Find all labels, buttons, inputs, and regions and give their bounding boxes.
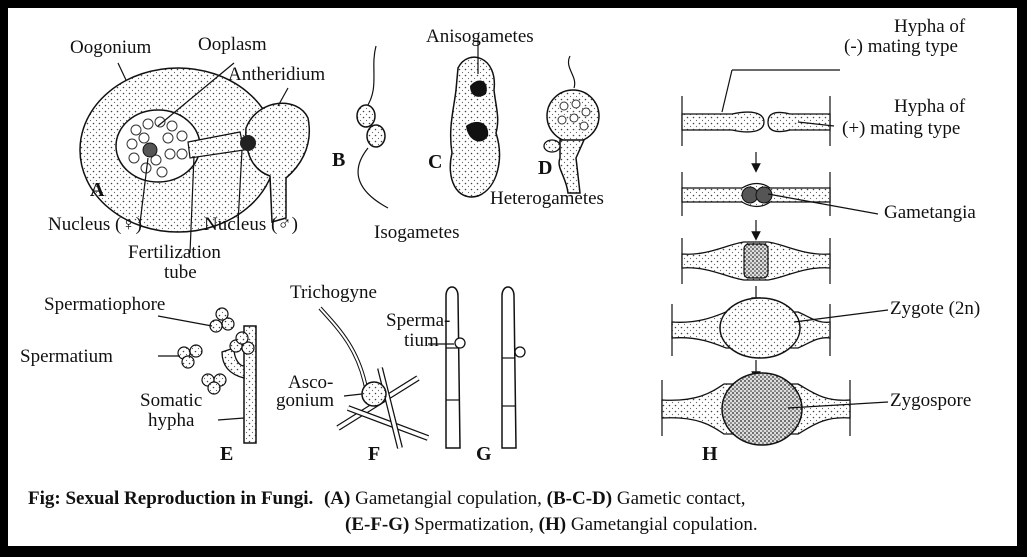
caption-a-tag: (A) (324, 488, 350, 509)
label-zygote: Zygote (2n) (890, 298, 980, 319)
label-fertilization: Fertilization (128, 242, 221, 263)
label-anisogametes: Anisogametes (426, 26, 534, 47)
label-ascogonium-2: gonium (276, 390, 334, 411)
panel-letter-g: G (476, 443, 492, 465)
label-somatic: Somatic (140, 390, 202, 411)
fungi-reproduction-diagram: A Oogonium Ooplasm Antheridium Nucleus (… (8, 8, 1017, 546)
male-nucleus (240, 135, 256, 151)
panel-b: B (332, 46, 388, 208)
caption-efg-text: Spermatization, (414, 514, 539, 535)
panel-letter-a: A (90, 179, 105, 201)
label-hypha-minus-2: (-) mating type (844, 36, 958, 57)
label-hypha: hypha (148, 410, 195, 431)
caption-efg-tag: (E-F-G) (345, 514, 409, 535)
female-nucleus (143, 143, 157, 157)
caption-a-text: Gametangial copulation, (355, 488, 547, 509)
label-oogonium: Oogonium (70, 37, 152, 58)
caption-bcd-tag: (B-C-D) (547, 488, 612, 509)
caption-line-2: (E-F-G) Spermatization, (H) Gametangial … (345, 514, 758, 535)
label-hypha-plus-2: (+) mating type (842, 118, 960, 139)
label-gametangia: Gametangia (884, 202, 976, 223)
panel-letter-b: B (332, 149, 345, 171)
panel-c: C (428, 38, 499, 197)
panel-e: E (158, 308, 256, 465)
label-nucleus-female: Nucleus (♀) (48, 214, 142, 235)
panel-d: D (538, 56, 599, 193)
label-antheridium: Antheridium (228, 64, 325, 85)
panel-letter-f: F (368, 443, 380, 465)
antheridium-shape (246, 103, 309, 222)
label-spermatium-e: Spermatium (20, 346, 113, 367)
label-spermatium-f-2: tium (404, 330, 439, 351)
label-hypha-minus-1: Hypha of (894, 16, 966, 37)
label-zygospore: Zygospore (890, 390, 971, 411)
label-ooplasm: Ooplasm (198, 34, 267, 55)
figure-frame: A Oogonium Ooplasm Antheridium Nucleus (… (8, 8, 1017, 546)
label-trichogyne: Trichogyne (290, 282, 377, 303)
panel-letter-h: H (702, 443, 718, 465)
caption-h-text: Gametangial copulation. (571, 514, 758, 535)
label-hypha-plus-1: Hypha of (894, 96, 966, 117)
caption-h-tag: (H) (539, 514, 566, 535)
panel-letter-d: D (538, 157, 552, 179)
label-isogametes: Isogametes (374, 222, 459, 243)
panel-letter-e: E (220, 443, 233, 465)
label-fertilization-tube: tube (164, 262, 197, 283)
caption-bcd-text: Gametic contact, (617, 488, 746, 509)
label-nucleus-male: Nucleus (♂) (204, 214, 298, 235)
label-heterogametes: Heterogametes (490, 188, 604, 209)
caption-prefix: Fig: Sexual Reproduction in Fungi. (28, 488, 313, 509)
panel-a: A (80, 68, 309, 232)
label-spermatiophore: Spermatiophore (44, 294, 165, 315)
caption-line-1: Fig: Sexual Reproduction in Fungi. (A) G… (28, 488, 746, 509)
label-spermatium-f-1: Sperma- (386, 310, 450, 331)
panel-letter-c: C (428, 151, 442, 173)
